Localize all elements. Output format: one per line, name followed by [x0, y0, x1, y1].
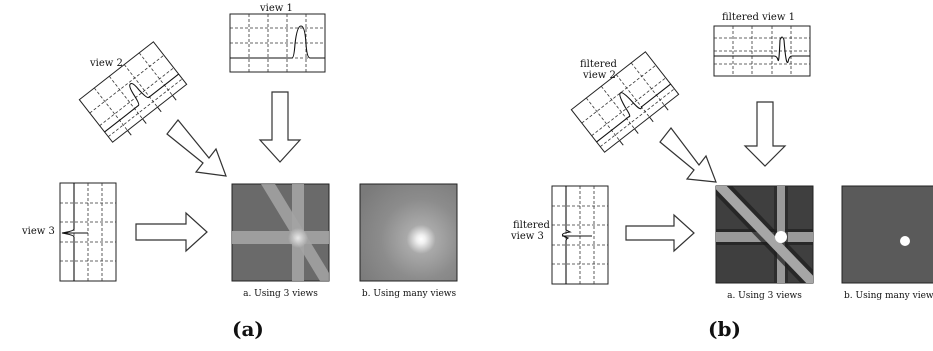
caption-3-views-a: a. Using 3 views [232, 289, 329, 299]
filtered-view3-label-line2: view 3 [511, 231, 544, 242]
panel-b-label: (b) [708, 318, 741, 340]
arrow-diagonal-view2 [167, 120, 226, 176]
reconstruction-many-views-b [842, 186, 933, 283]
reconstruction-3-views-b [714, 180, 818, 288]
filtered-view3-label-line1: filtered [513, 220, 550, 231]
filtered-view2-label-line1: filtered [580, 59, 617, 70]
panel-a-label: (a) [232, 318, 264, 340]
filtered-view1-grid [714, 26, 810, 76]
reconstruction-many-views-a [360, 184, 457, 281]
arrow-down-view1 [260, 92, 300, 162]
filtered-arrow-down-view1 [745, 102, 785, 166]
view1-label: view 1 [260, 3, 293, 14]
view2-label: view 2 [90, 58, 123, 69]
filtered-view2-label-line2: view 2 [583, 70, 616, 81]
filtered-arrow-diagonal-view2 [660, 128, 716, 182]
filtered-view3-grid [552, 186, 608, 284]
view3-grid [60, 183, 116, 281]
arrow-right-view3 [136, 213, 207, 251]
view1-grid [230, 14, 325, 72]
reconstruction-3-views-a [232, 174, 330, 286]
filtered-view1-label: filtered view 1 [722, 12, 795, 23]
caption-3-views-b: a. Using 3 views [716, 291, 813, 301]
view3-label: view 3 [22, 226, 55, 237]
filtered-arrow-right-view3 [626, 215, 694, 251]
caption-many-views-a: b. Using many views [352, 289, 466, 299]
caption-many-views-b: b. Using many views [844, 291, 933, 301]
